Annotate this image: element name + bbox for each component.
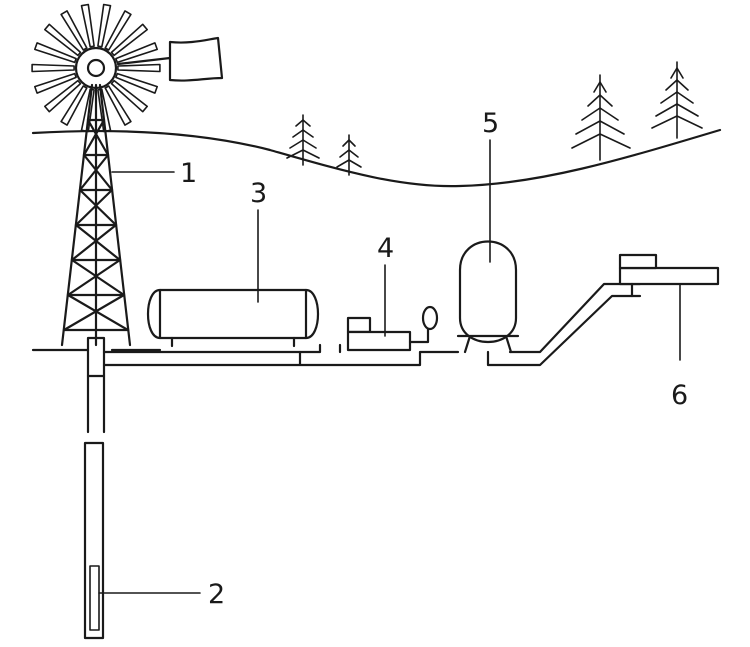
windmill-blade (60, 85, 88, 126)
windmill-blade (44, 23, 82, 57)
windmill-blade (110, 23, 148, 57)
well-casing (83, 336, 106, 640)
pump-unit (346, 305, 439, 352)
outlet-trough (618, 253, 720, 298)
label-5: 5 (482, 108, 499, 139)
label-2: 2 (208, 579, 225, 610)
pipe-connector (298, 343, 342, 354)
storage-tank (147, 288, 319, 348)
windmill-blade (104, 10, 132, 51)
windmill-blade (80, 88, 95, 133)
tree-large-2 (651, 61, 703, 139)
windmill-blade (104, 85, 132, 126)
windmill-blade (117, 63, 161, 73)
windmill-blade (115, 72, 158, 94)
windmill-rotor (31, 3, 161, 133)
label-4: 4 (377, 233, 394, 264)
hill-horizon (31, 128, 722, 188)
tree-small-2 (336, 134, 362, 176)
tree-small-1 (286, 114, 320, 166)
label-3: 3 (250, 178, 267, 209)
windmill-blade (44, 79, 82, 113)
tree-large-1 (571, 74, 631, 161)
windmill-blade (34, 42, 77, 64)
pressure-tank (456, 240, 642, 367)
windmill-blade (31, 63, 75, 73)
windmill-blade (80, 3, 95, 48)
label-6: 6 (671, 380, 688, 411)
windmill-tail-vane (116, 36, 224, 82)
label-1: 1 (180, 158, 197, 189)
windmill-blade (34, 72, 77, 94)
windmill-blade (60, 10, 88, 51)
windmill-tower (60, 83, 132, 347)
windmill-blade (97, 88, 112, 133)
windmill-blade (97, 3, 112, 48)
windmill-blade (110, 79, 148, 113)
windmill-blade (115, 42, 158, 64)
main-pipe (102, 350, 460, 367)
